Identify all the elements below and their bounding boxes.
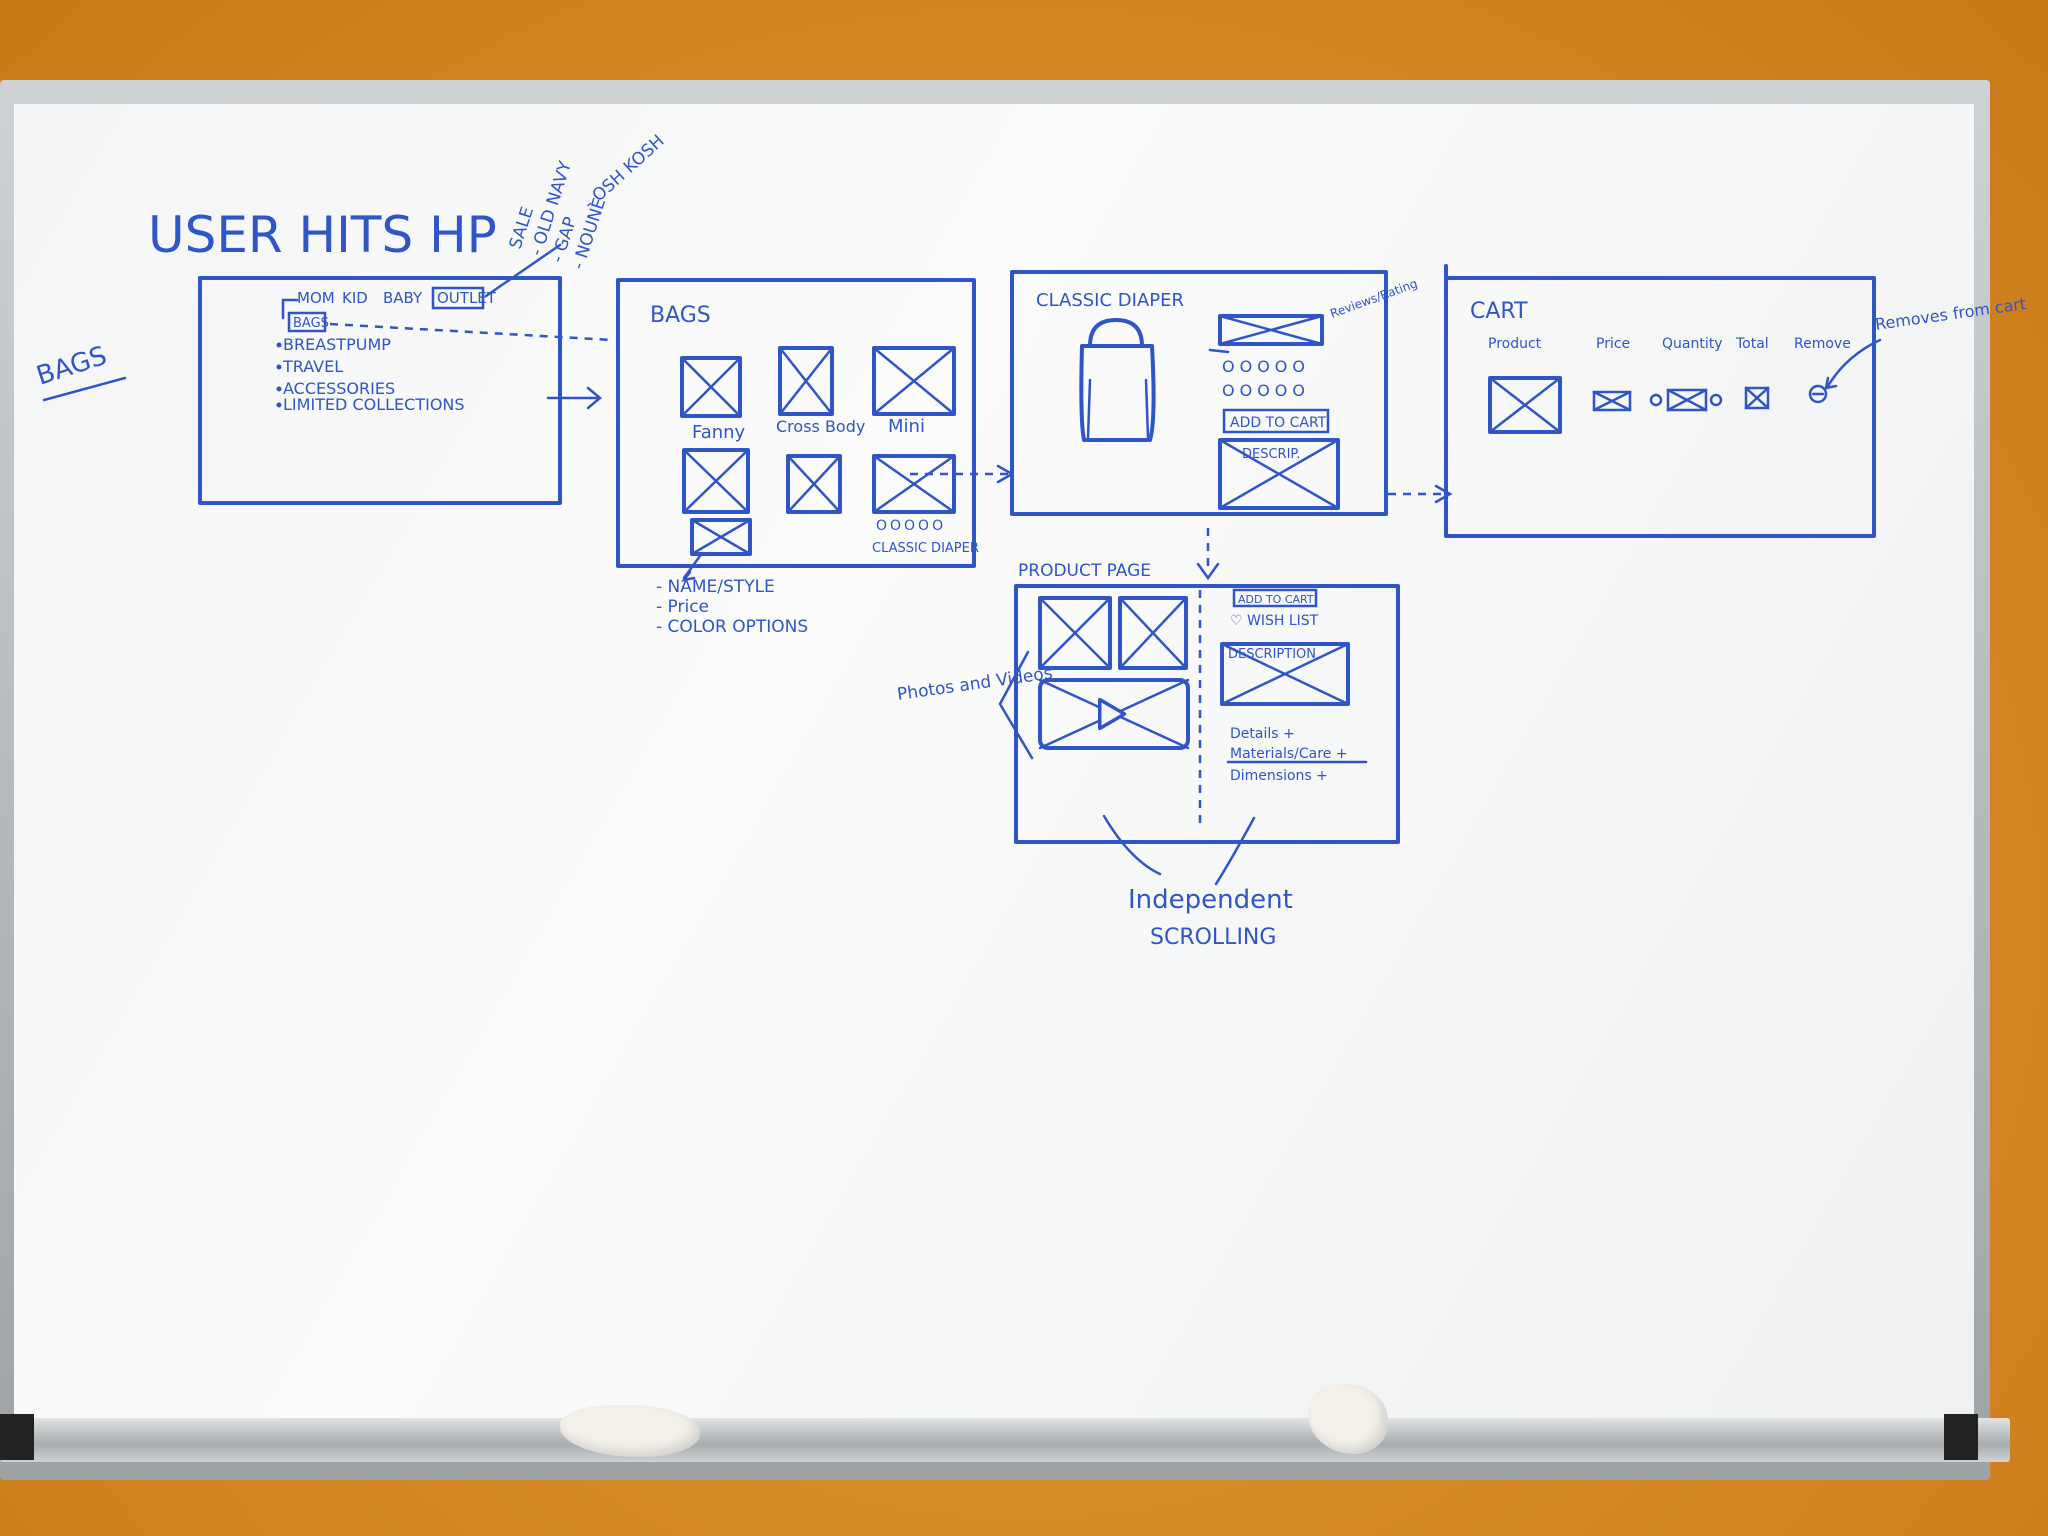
cart-product-placeholder bbox=[1488, 376, 1562, 434]
bags-link-dashed bbox=[329, 322, 613, 342]
swatch-row: OOOOO bbox=[1222, 357, 1310, 376]
bullet bbox=[276, 342, 282, 348]
wishlist-label: ♡ WISH LIST bbox=[1230, 613, 1319, 629]
note-pointer bbox=[681, 554, 702, 582]
product-page-title: PRODUCT PAGE bbox=[1018, 561, 1151, 581]
detail-title: CLASSIC DIAPER bbox=[1036, 290, 1184, 311]
nav-item: MOM bbox=[297, 289, 335, 307]
arrowhead bbox=[1196, 562, 1220, 581]
product-tile-placeholder bbox=[786, 454, 842, 514]
tray-end-cap-right bbox=[1944, 1414, 1978, 1460]
outlet-pointer bbox=[484, 243, 562, 298]
add-to-cart-button bbox=[1222, 408, 1330, 434]
tissue-left bbox=[560, 1405, 700, 1457]
product-image-placeholder bbox=[1218, 314, 1324, 346]
side-label-underline bbox=[42, 376, 127, 402]
bullet bbox=[276, 386, 282, 392]
description-placeholder bbox=[1220, 642, 1350, 706]
decrement-icon bbox=[1649, 393, 1663, 407]
scroll-note: SCROLLING bbox=[1150, 925, 1276, 950]
color-swatches: OOOOO bbox=[876, 518, 946, 534]
product-tile-placeholder bbox=[680, 356, 742, 418]
cart-column: Price bbox=[1596, 336, 1630, 352]
add-to-cart-button bbox=[1232, 588, 1318, 608]
menu-item: BREASTPUMP bbox=[283, 335, 391, 354]
backpack-illustration bbox=[1079, 318, 1156, 442]
cart-page-frame bbox=[1444, 276, 1876, 538]
reviews-note: Reviews/Rating bbox=[1328, 276, 1419, 321]
increment-icon bbox=[1709, 393, 1723, 407]
add-to-cart-label: ADD TO CART bbox=[1238, 593, 1314, 606]
accordion-section: Dimensions + bbox=[1230, 768, 1328, 784]
outlet-note: SALE - OLD NAVY - GAP - NOUNE bbox=[506, 158, 611, 272]
bags-page-frame bbox=[616, 278, 976, 568]
menu-item: ACCESSORIES bbox=[283, 379, 395, 398]
accordion-section: Details + bbox=[1230, 726, 1295, 742]
photo-placeholder bbox=[1118, 596, 1188, 670]
homepage-frame bbox=[198, 276, 562, 505]
cart-total-placeholder bbox=[1744, 386, 1770, 410]
menu-item: TRAVEL bbox=[282, 357, 343, 376]
nav-item: KID bbox=[342, 289, 368, 307]
media-brace bbox=[998, 650, 1034, 760]
arrowhead bbox=[1434, 484, 1453, 504]
tile-label: Cross Body bbox=[776, 417, 865, 436]
featured-tile-placeholder bbox=[872, 454, 956, 514]
bags-note: - NAME/STYLE bbox=[656, 577, 775, 597]
remove-pointer bbox=[1824, 338, 1882, 390]
marker-tray bbox=[0, 1418, 2010, 1462]
description-placeholder bbox=[1218, 438, 1340, 510]
menu-item: LIMITED COLLECTIONS bbox=[283, 395, 465, 414]
description-label: DESCRIP. bbox=[1242, 447, 1300, 462]
whiteboard-surface bbox=[14, 104, 1974, 1422]
outlet-box bbox=[431, 286, 485, 310]
detail-page-frame bbox=[1010, 270, 1388, 516]
bags-note: - Price bbox=[656, 597, 709, 617]
scroll-pointers bbox=[1102, 814, 1256, 886]
dropdown-arrow bbox=[281, 298, 299, 320]
tick bbox=[1208, 348, 1230, 354]
heading: USER HITS HP bbox=[148, 206, 497, 264]
scroll-note: Independent bbox=[1128, 885, 1293, 915]
tray-end-cap-left bbox=[0, 1414, 34, 1460]
accordion-section: Materials/Care + bbox=[1230, 746, 1347, 762]
product-tile-placeholder bbox=[872, 346, 956, 416]
bags-note: - COLOR OPTIONS bbox=[656, 617, 808, 637]
cart-column: Quantity bbox=[1662, 336, 1723, 352]
add-to-cart-label: ADD TO CART bbox=[1230, 415, 1327, 431]
swatch-row: OOOOO bbox=[1222, 381, 1310, 400]
description-label: DESCRIPTION bbox=[1228, 647, 1316, 662]
bullet bbox=[276, 402, 282, 408]
tissue-right bbox=[1308, 1384, 1388, 1454]
bags-box bbox=[287, 311, 327, 333]
product-tile-placeholder bbox=[690, 518, 752, 556]
arrow-home-to-bags bbox=[546, 386, 602, 410]
product-page-frame bbox=[1014, 584, 1400, 844]
product-tile-placeholder bbox=[682, 448, 750, 514]
cart-column: Product bbox=[1488, 336, 1542, 352]
nav-item: BABY bbox=[383, 289, 423, 307]
nav-item: OUTLET bbox=[437, 289, 497, 307]
photo-placeholder bbox=[1038, 596, 1112, 670]
bullet bbox=[276, 364, 282, 370]
remove-icon bbox=[1808, 384, 1828, 404]
cart-column: Remove bbox=[1794, 336, 1851, 352]
cart-quantity-placeholder bbox=[1666, 388, 1708, 412]
cart-price-placeholder bbox=[1592, 390, 1632, 412]
media-note: Photos and Videos bbox=[896, 663, 1054, 705]
bags-title: BAGS bbox=[650, 303, 711, 328]
menu-item: BAGS bbox=[293, 316, 329, 331]
play-icon bbox=[1098, 697, 1127, 731]
tile-label: Fanny bbox=[692, 422, 746, 443]
product-tile-placeholder bbox=[778, 346, 834, 416]
cart-column: Total bbox=[1735, 336, 1769, 352]
outlet-brand: - OSH KOSH bbox=[580, 131, 668, 213]
tile-label: Mini bbox=[888, 416, 925, 437]
cart-note: Removes from cart bbox=[1874, 294, 2027, 334]
cart-title: CART bbox=[1470, 299, 1528, 324]
featured-label: CLASSIC DIAPER bbox=[872, 541, 979, 556]
